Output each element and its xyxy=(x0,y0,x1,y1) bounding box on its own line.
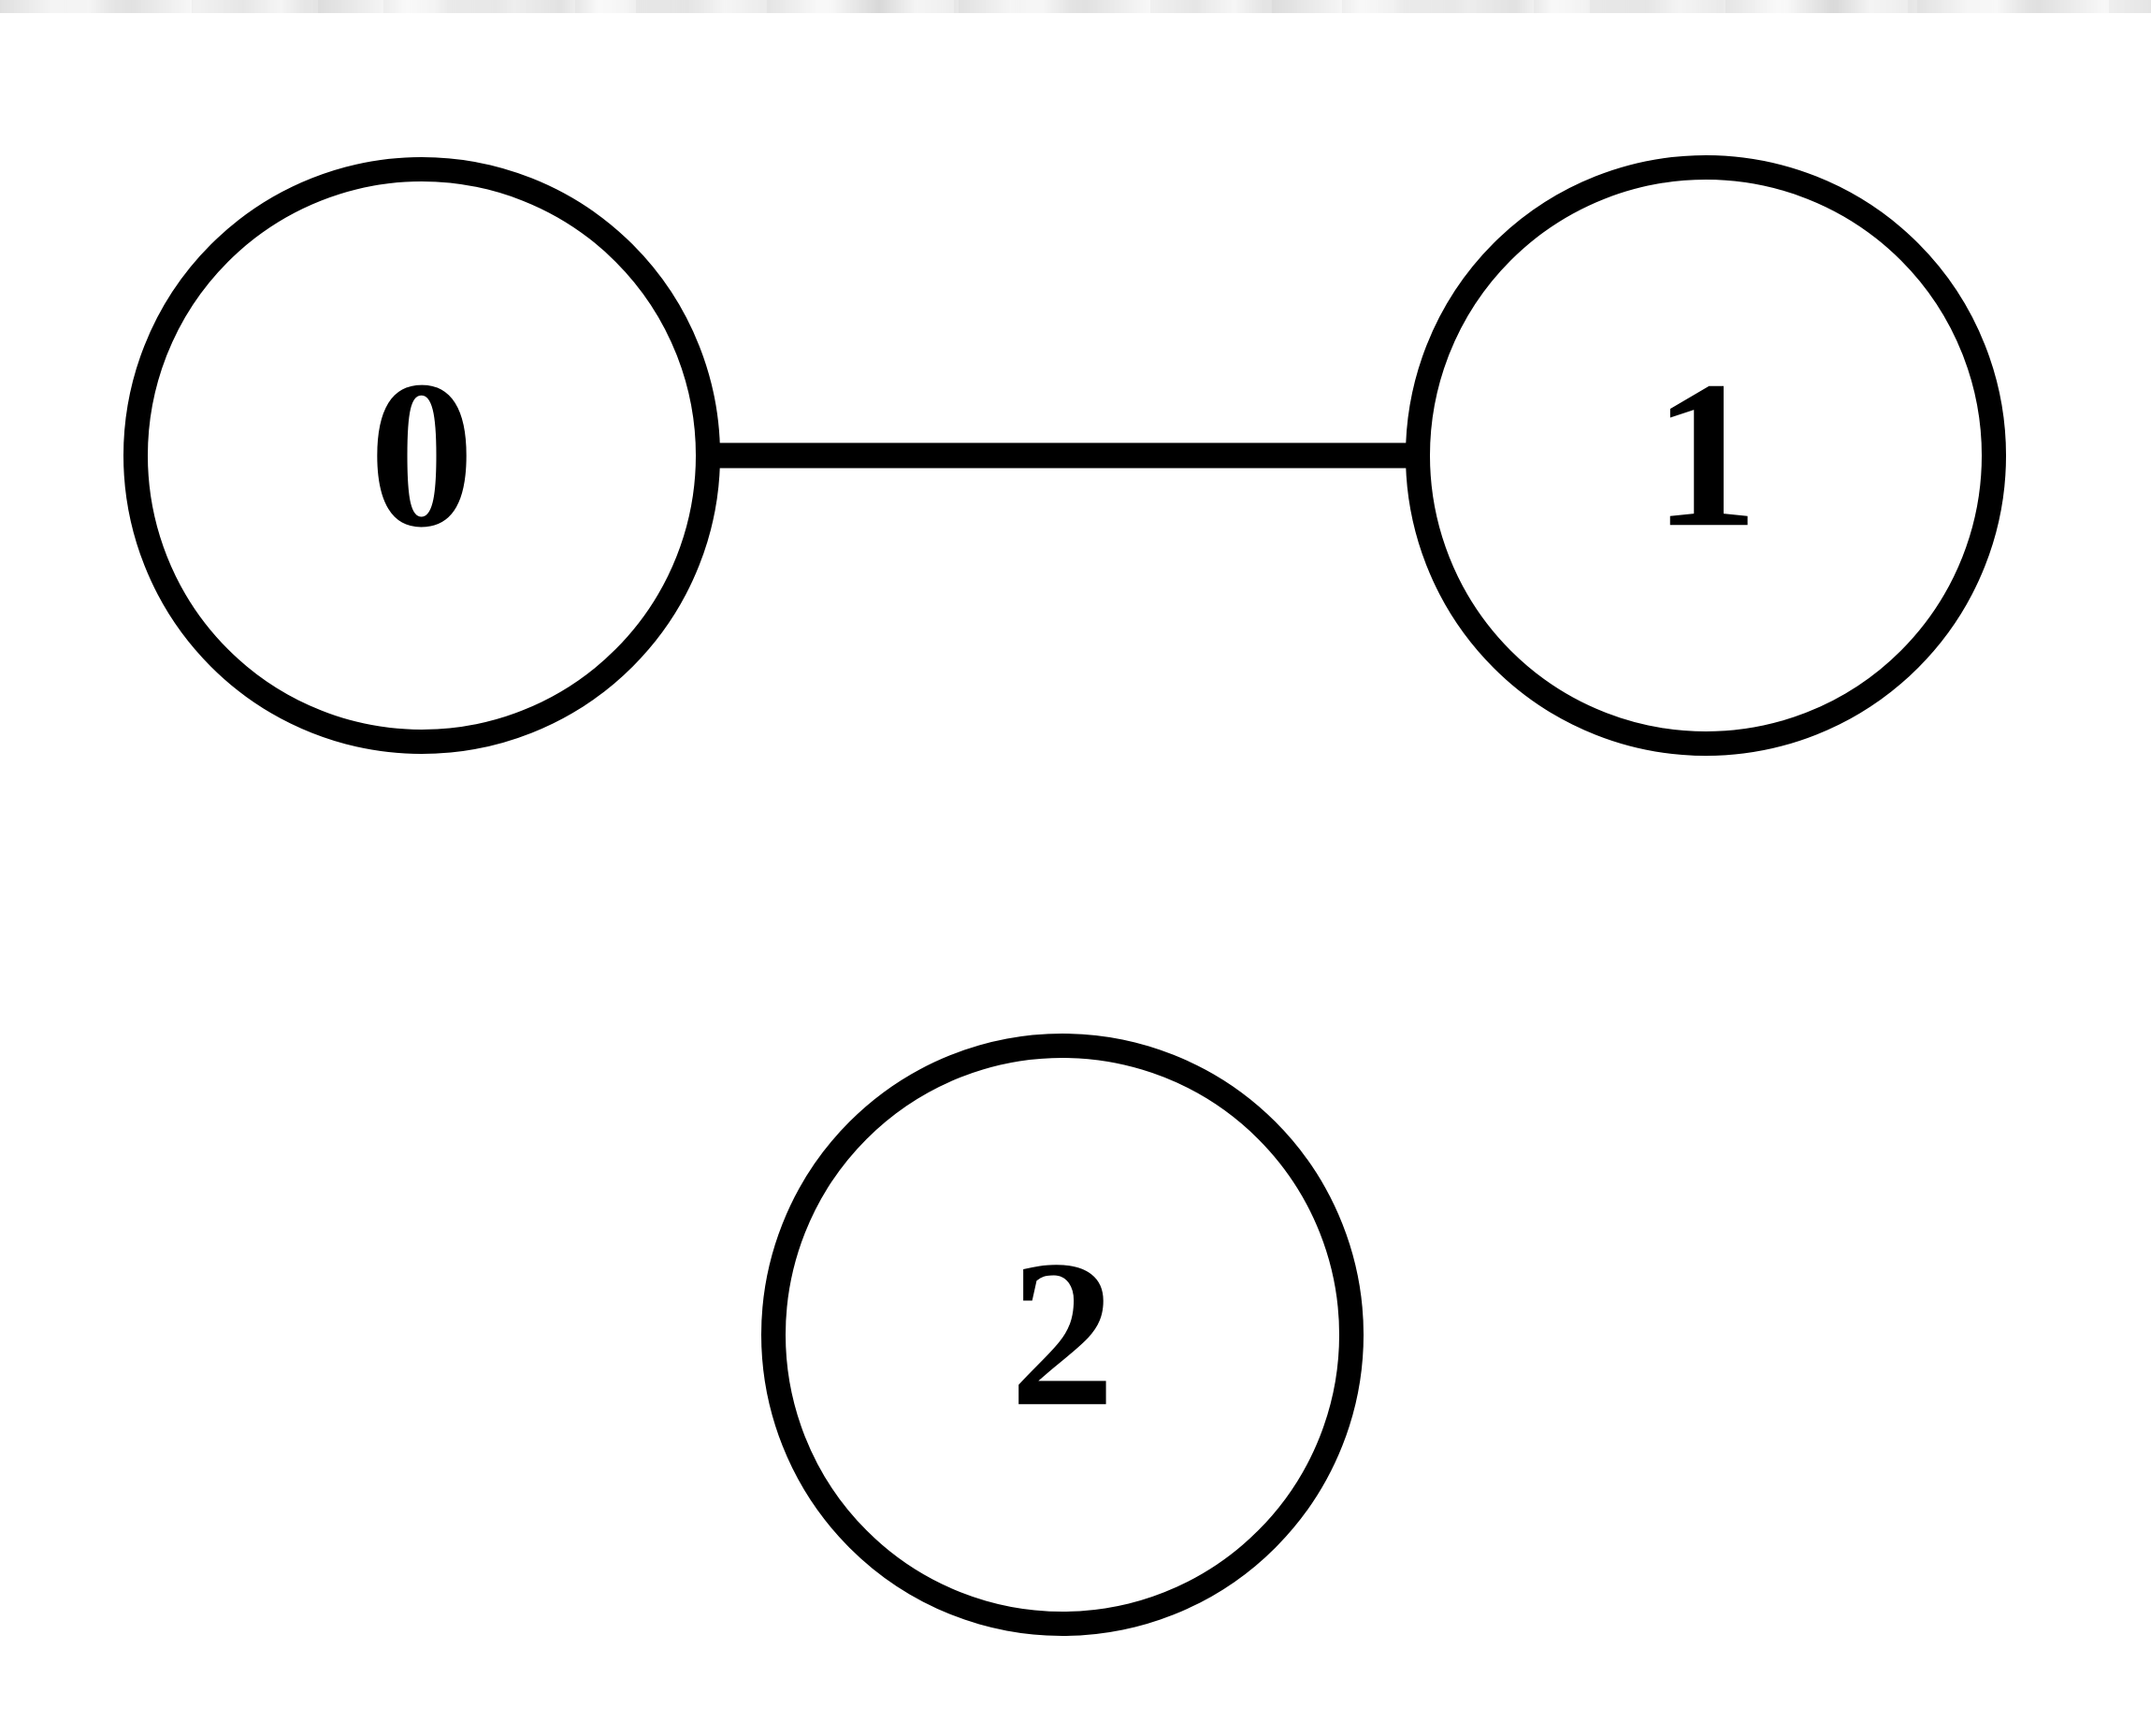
scan-artifact xyxy=(0,0,2151,13)
node-label: 2 xyxy=(1010,1216,1116,1450)
node-circle xyxy=(123,157,720,754)
node-label: 1 xyxy=(1653,337,1759,571)
graph-node: 0 xyxy=(123,157,720,754)
graph-node: 2 xyxy=(761,1034,1364,1636)
node-circle xyxy=(761,1034,1364,1636)
node-label: 0 xyxy=(369,337,475,571)
node-circle xyxy=(1406,155,2006,756)
graph-node: 1 xyxy=(1406,155,2006,756)
